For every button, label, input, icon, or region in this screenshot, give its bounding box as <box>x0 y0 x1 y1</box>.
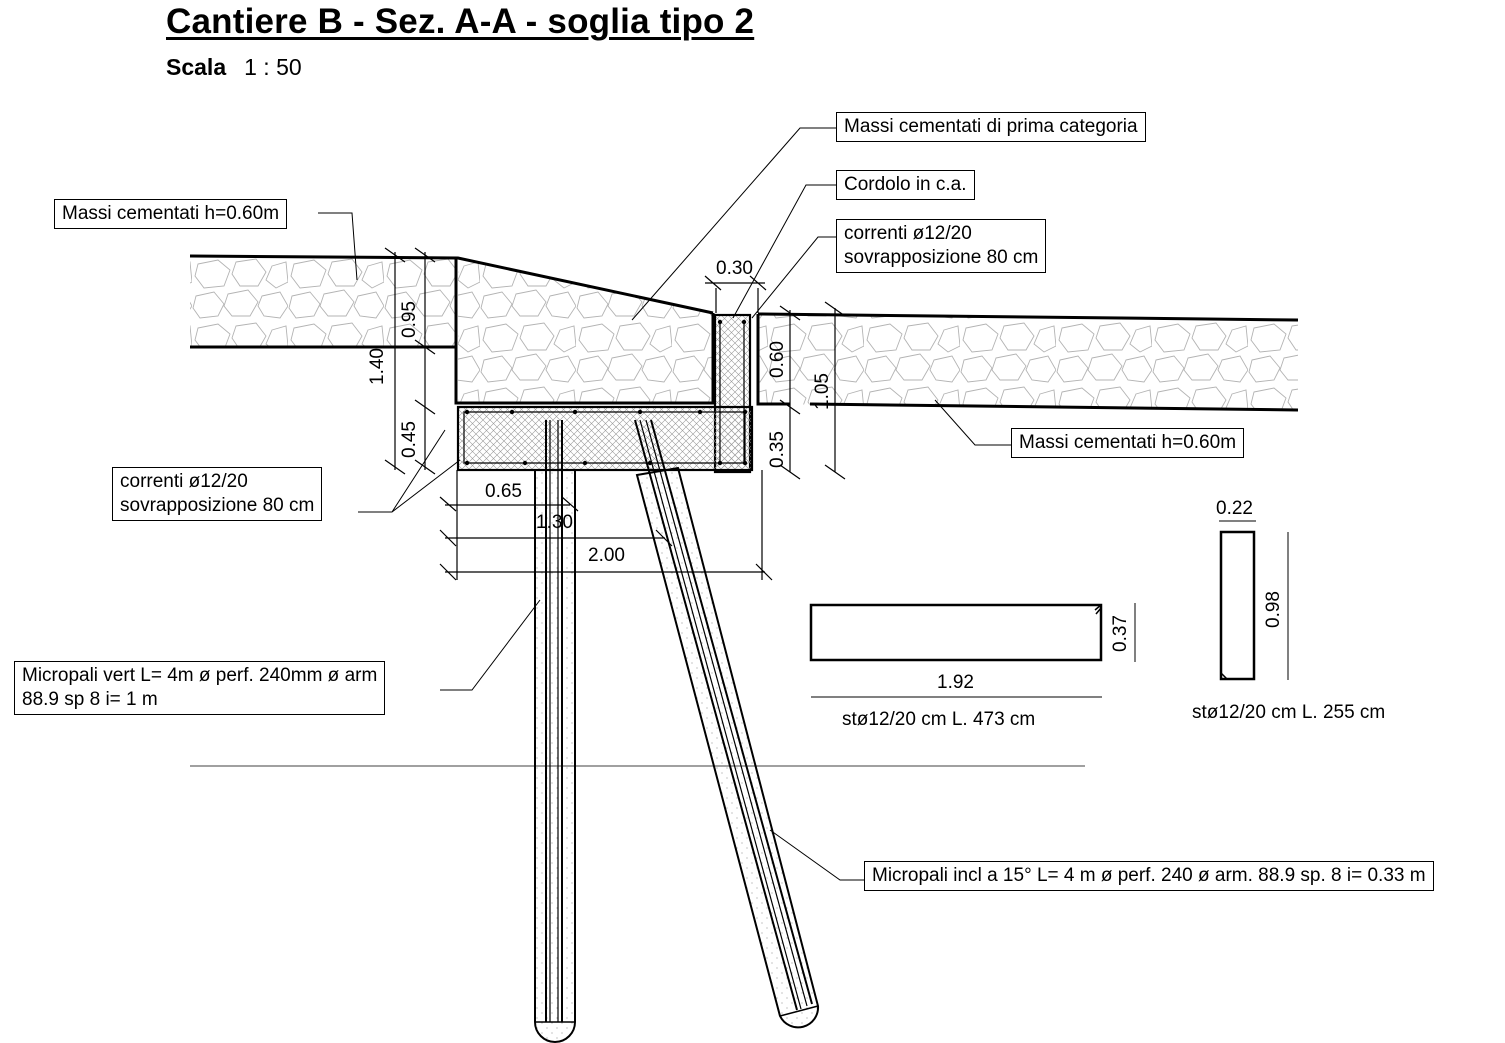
callout-micropali-vert: Micropali vert L= 4m ø perf. 240mm ø arm… <box>14 661 386 715</box>
dim-0-35: 0.35 <box>767 431 788 468</box>
callout-correnti-right-line2: sovrapposizione 80 cm <box>844 247 1039 268</box>
stones-right <box>758 314 1298 410</box>
micropile-vertical <box>534 420 576 1043</box>
callout-correnti-right: correnti ø12/20 sovrapposizione 80 cm <box>836 219 1047 273</box>
callout-massi-right: Massi cementati h=0.60m <box>1011 428 1245 458</box>
dimension-lines <box>384 247 846 581</box>
callout-correnti-left-line2: sovrapposizione 80 cm <box>120 495 315 516</box>
dim-0-65: 0.65 <box>485 481 522 502</box>
ground-profile <box>189 254 1299 412</box>
callout-micropali-incl: Micropali incl a 15° L= 4 m ø perf. 240 … <box>864 861 1434 891</box>
callout-correnti-left: correnti ø12/20 sovrapposizione 80 cm <box>112 467 323 521</box>
callout-cordolo-text: Cordolo in c.a. <box>844 174 967 195</box>
callout-micropali-vert-line2: 88.9 sp 8 i= 1 m <box>22 689 158 710</box>
scale-value: 1 : 50 <box>244 54 302 80</box>
dim-1-30: 1.30 <box>536 512 573 533</box>
rebar-v-label: stø12/20 cm L. 255 cm <box>1192 702 1386 723</box>
foundation-slab <box>456 320 754 472</box>
leader-lines <box>318 127 1011 881</box>
rebar-h-height: 0.37 <box>1110 615 1131 652</box>
callout-correnti-left-line1: correnti ø12/20 <box>120 471 248 492</box>
rebar-dots <box>464 319 748 466</box>
rebar-horizontal: 1.92 0.37 <box>809 603 1136 698</box>
rebar-h-width: 1.92 <box>937 672 974 693</box>
rebar-h-label: stø12/20 cm L. 473 cm <box>842 709 1036 730</box>
dim-0-30: 0.30 <box>716 258 753 279</box>
dim-1-05: 1.05 <box>812 373 833 410</box>
rebar-vertical: 0.22 0.98 <box>1216 498 1289 681</box>
stones-left <box>190 258 713 403</box>
rebar-v-width: 0.22 <box>1216 498 1253 519</box>
callout-massi-prima-text: Massi cementati di prima categoria <box>844 116 1138 137</box>
drawing-scale: Scala 1 : 50 <box>166 54 302 81</box>
drawing-title: Cantiere B - Sez. A-A - soglia tipo 2 <box>166 2 755 41</box>
dim-1-40: 1.40 <box>367 348 388 385</box>
callout-micropali-incl-text: Micropali incl a 15° L= 4 m ø perf. 240 … <box>872 865 1426 886</box>
callout-massi-left: Massi cementati h=0.60m <box>54 199 288 229</box>
callout-massi-prima: Massi cementati di prima categoria <box>836 112 1146 142</box>
dim-0-95: 0.95 <box>399 301 420 338</box>
dim-0-60: 0.60 <box>767 341 788 378</box>
micropile-inclined <box>634 419 820 1029</box>
rebar-v-height: 0.98 <box>1263 591 1284 628</box>
callout-cordolo: Cordolo in c.a. <box>836 170 975 200</box>
callout-correnti-right-line1: correnti ø12/20 <box>844 223 972 244</box>
callout-massi-right-text: Massi cementati h=0.60m <box>1019 432 1237 453</box>
dim-0-45: 0.45 <box>399 421 420 458</box>
callout-massi-left-text: Massi cementati h=0.60m <box>62 203 280 224</box>
scale-label: Scala <box>166 54 227 80</box>
callout-micropali-vert-line1: Micropali vert L= 4m ø perf. 240mm ø arm <box>22 665 378 686</box>
dim-2-00: 2.00 <box>588 545 625 566</box>
dimension-texts: 0.95 1.40 0.45 0.30 0.60 1.05 0.35 0.65 … <box>367 258 833 566</box>
